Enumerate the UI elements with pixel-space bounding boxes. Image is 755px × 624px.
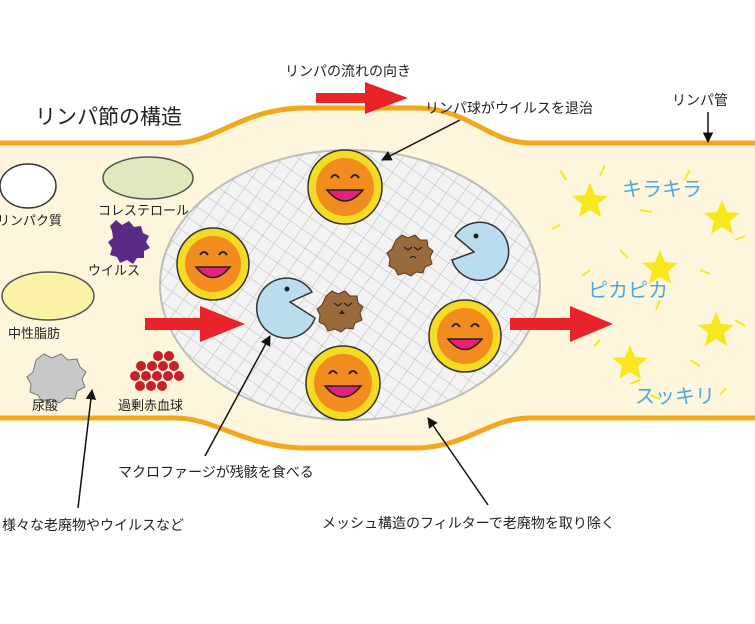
outflow-arrow (510, 306, 613, 342)
cholesterol-icon (102, 156, 194, 200)
macrophage-pointer (204, 335, 271, 457)
flow-direction-label: リンパの流れの向き (285, 64, 411, 80)
pikapika-text: ピカピカ (588, 278, 668, 302)
lymphocyte-label: リンパ球がウイルスを退治 (425, 101, 593, 117)
star-icons (572, 183, 740, 379)
virus-label: ウイルス (88, 264, 140, 279)
sparkle-rays (551, 164, 746, 400)
lymphocyte-left (176, 227, 250, 301)
lymph-vessel-bottom-border (0, 415, 755, 451)
waste-label: 様々な老廃物やウイルスなど (2, 517, 184, 534)
protein-label: リンパク質 (0, 214, 62, 229)
debris-right (386, 234, 434, 277)
star-icon (704, 200, 740, 234)
star-icon (612, 345, 648, 379)
star-icon (572, 183, 608, 217)
mesh-filter-pointer (427, 417, 489, 506)
macrophage-left (255, 277, 316, 339)
lymphocyte-pointer (381, 119, 461, 161)
inflow-arrow (145, 306, 245, 342)
lymph-vessel-label: リンパ管 (672, 93, 728, 109)
star-icon (698, 312, 734, 346)
mesh-filter-label: メッシュ構造のフィルターで老廃物を取り除く (322, 515, 615, 532)
macrophage-right (451, 221, 510, 281)
protein-icon (0, 163, 57, 209)
debris-left (316, 290, 364, 333)
lymphocyte-right (428, 299, 502, 373)
macrophage-label: マクロファージが残骸を食べる (118, 464, 314, 481)
lymph-vessel-top-border (0, 105, 755, 146)
virus-icon (108, 220, 150, 264)
diagram-title: リンパ節の構造 (35, 105, 182, 129)
uric-acid-icon (26, 353, 87, 404)
waste-pointer (77, 388, 97, 509)
star-icon (642, 250, 678, 284)
lymphocyte-bottom (305, 345, 381, 421)
kirakira-text: キラキラ (622, 177, 702, 201)
cholesterol-label: コレステロール (98, 204, 189, 219)
sukkiri-text: スッキリ (635, 384, 715, 408)
neutral-fat-label: 中性脂肪 (8, 326, 60, 342)
lymphocyte-top (307, 149, 383, 225)
neutral-fat-icon (1, 271, 95, 321)
flow-direction-arrow (316, 82, 408, 114)
excess-rbc-icon (130, 351, 184, 391)
uric-acid-label: 尿酸 (32, 399, 58, 414)
excess-rbc-label: 過剰赤血球 (118, 399, 183, 414)
